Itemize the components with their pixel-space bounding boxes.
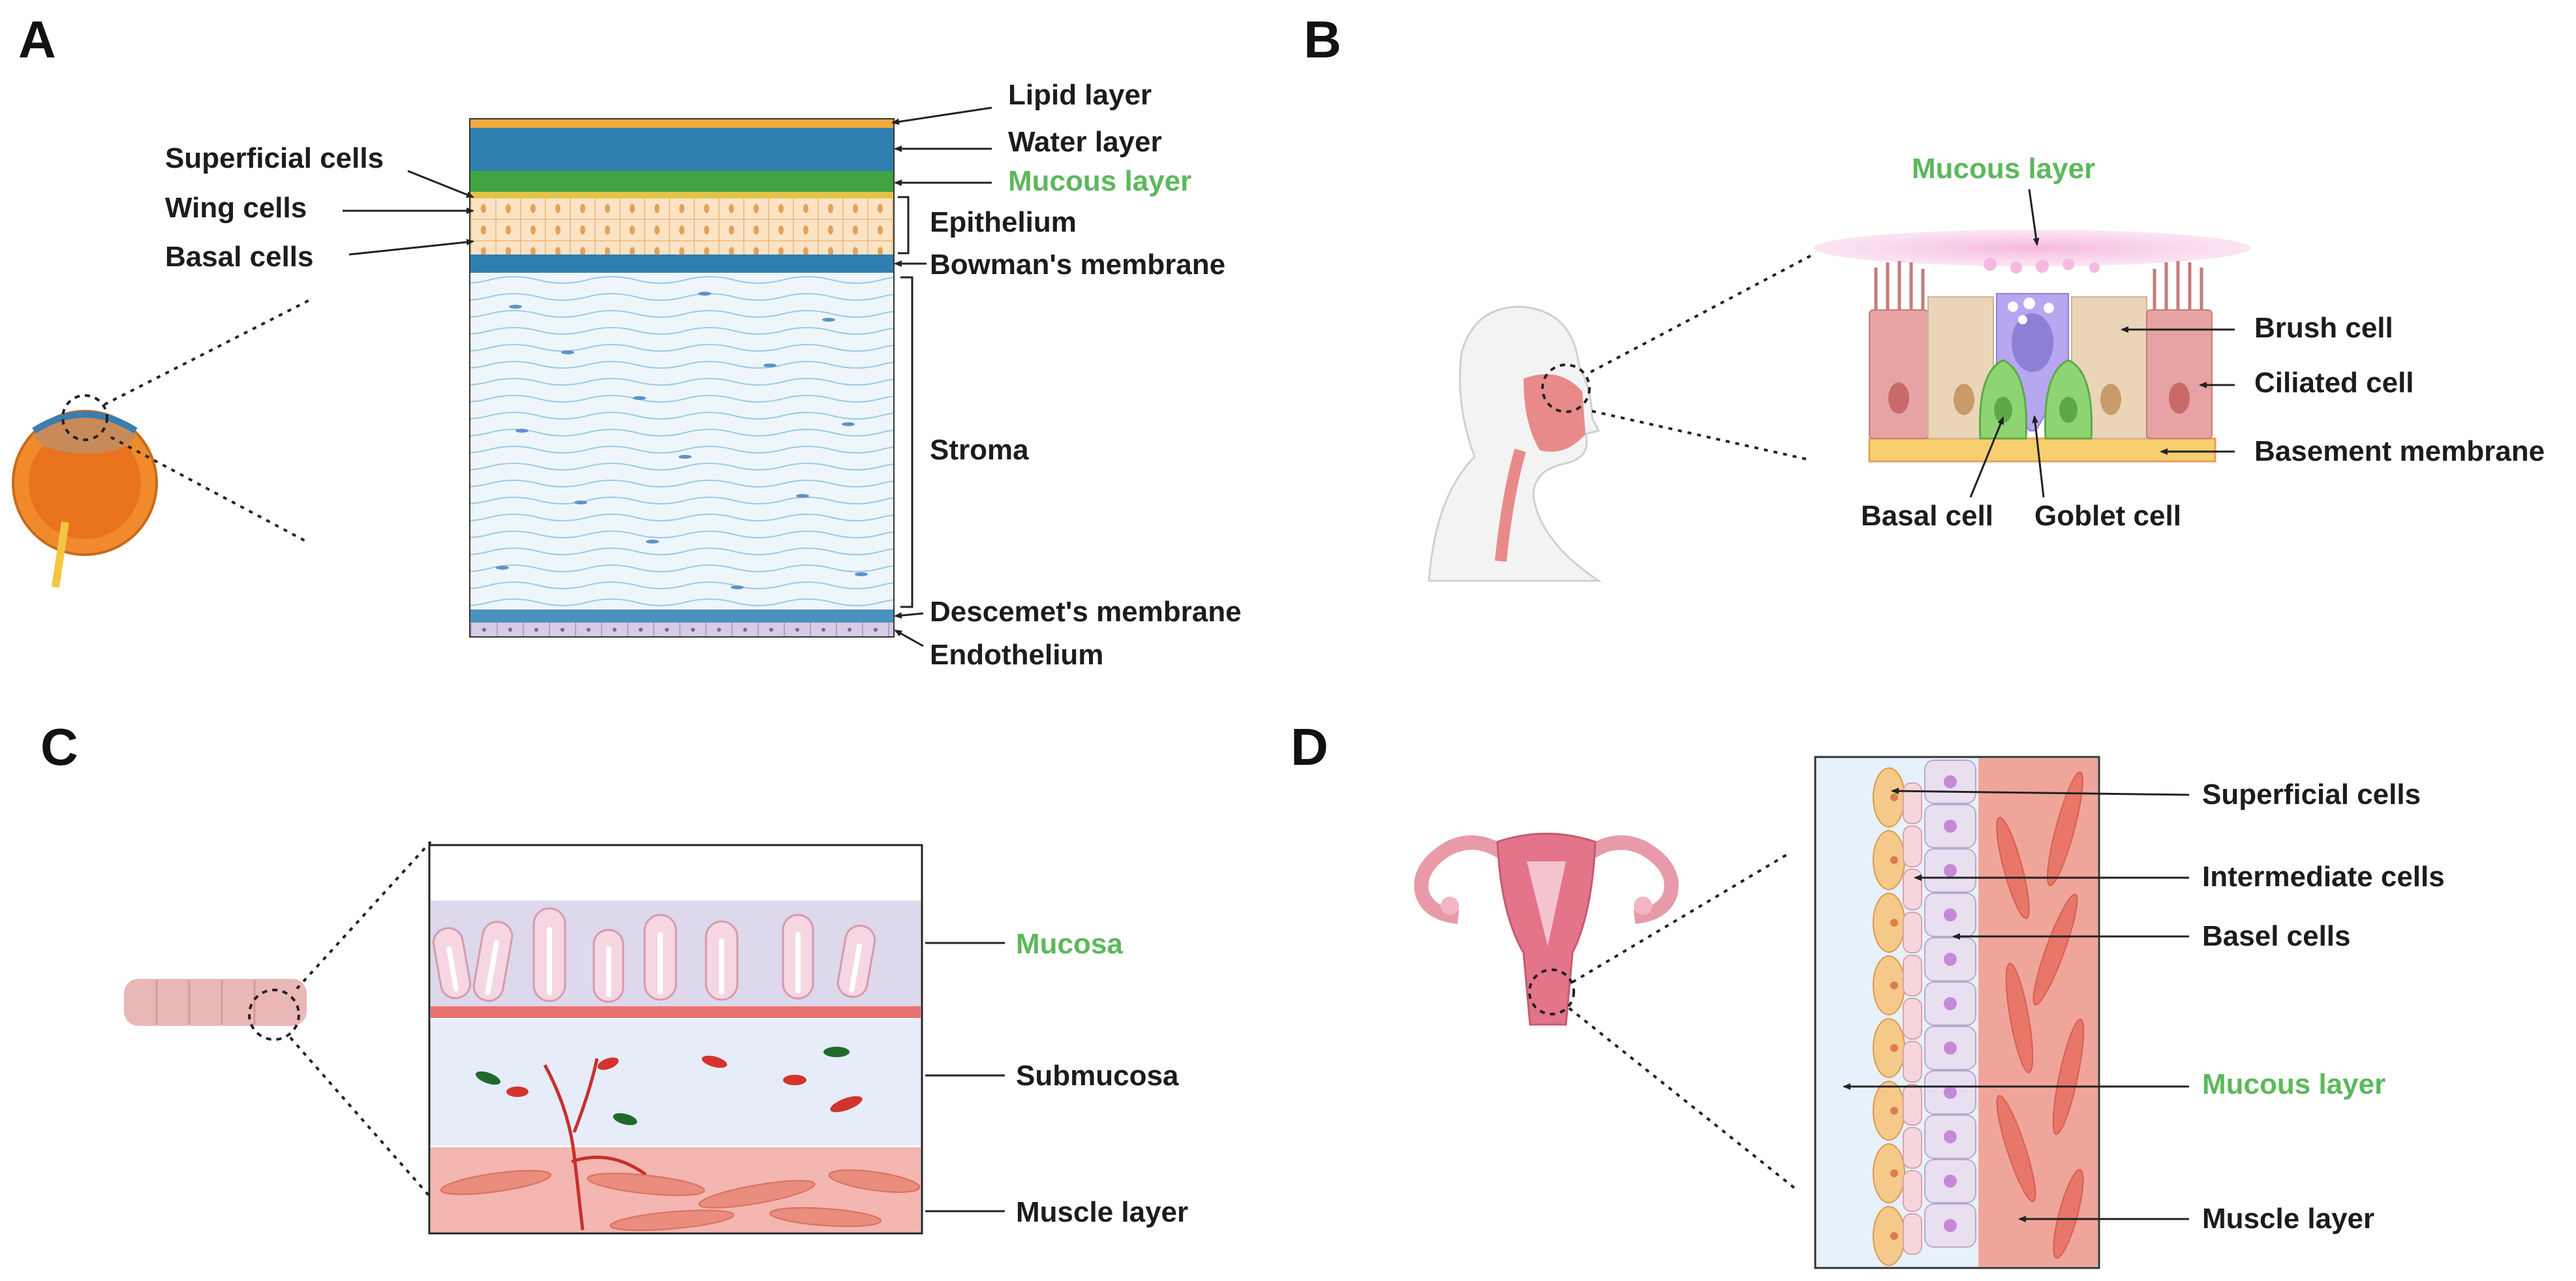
label-muscle-layer-d: Muscle layer xyxy=(2202,1203,2374,1235)
label-superficial-cells: Superficial cells xyxy=(165,142,384,174)
label-brush-cell: Brush cell xyxy=(2254,312,2393,344)
label-descemets-membrane: Descemet's membrane xyxy=(930,596,1242,628)
head-illustration xyxy=(1428,305,1602,582)
label-ciliated-cell: Ciliated cell xyxy=(2254,367,2414,399)
label-submucosa: Submucosa xyxy=(1016,1060,1179,1092)
label-epithelium: Epithelium xyxy=(930,206,1077,238)
endothelium-band xyxy=(470,623,894,637)
panel-d-letter: D xyxy=(1291,718,1328,776)
label-lipid-layer: Lipid layer xyxy=(1008,79,1152,111)
label-water-layer: Water layer xyxy=(1008,126,1162,158)
mucous-layer-blob xyxy=(1814,230,2251,266)
label-basal-cells: Basal cells xyxy=(165,241,314,273)
label-muscle-layer-c: Muscle layer xyxy=(1016,1196,1188,1228)
label-mucous-layer-d: Mucous layer xyxy=(2202,1068,2385,1100)
eye-illustration xyxy=(12,394,158,588)
lipid-layer-band xyxy=(470,119,894,128)
label-mucosa: Mucosa xyxy=(1016,928,1123,960)
respiratory-epithelium xyxy=(1868,261,2216,463)
panel-a-letter: A xyxy=(18,10,56,69)
panel-b-letter: B xyxy=(1304,10,1342,69)
descemet-membrane-band xyxy=(470,610,894,623)
label-intermediate-cells: Intermediate cells xyxy=(2202,861,2445,893)
label-stroma: Stroma xyxy=(930,434,1029,466)
intestine-layers xyxy=(428,844,923,1235)
label-basement-membrane: Basement membrane xyxy=(2254,435,2545,467)
label-mucous-layer: Mucous layer xyxy=(1008,165,1191,197)
bowman-membrane-band xyxy=(470,255,894,273)
vaginal-layers xyxy=(1814,756,2100,1269)
basement-membrane-band xyxy=(1868,437,2216,463)
label-basal-cell: Basal cell xyxy=(1861,500,1993,532)
cornea-layers xyxy=(469,118,895,638)
label-wing-cells: Wing cells xyxy=(165,192,307,224)
label-superficial-cells-d: Superficial cells xyxy=(2202,779,2421,810)
water-layer-band xyxy=(470,128,894,171)
panel-a: A xyxy=(12,10,1242,671)
mucous-layer-band xyxy=(470,171,894,192)
label-basel-cells: Basel cells xyxy=(2202,920,2351,952)
submucosa-band xyxy=(431,1019,921,1145)
label-goblet-cell: Goblet cell xyxy=(2034,500,2181,532)
epithelium-band xyxy=(470,198,894,255)
panel-b: B xyxy=(1304,10,2545,582)
label-bowmans-membrane: Bowman's membrane xyxy=(930,249,1225,281)
intestine-illustration xyxy=(124,979,307,1041)
panel-c-letter: C xyxy=(40,718,78,776)
panel-d: D xyxy=(1291,718,2445,1269)
uterus-illustration xyxy=(1414,833,1679,1026)
label-mucous-layer-b: Mucous layer xyxy=(1912,153,2095,185)
label-endothelium: Endothelium xyxy=(930,639,1103,671)
panel-c: C xyxy=(40,718,1188,1235)
